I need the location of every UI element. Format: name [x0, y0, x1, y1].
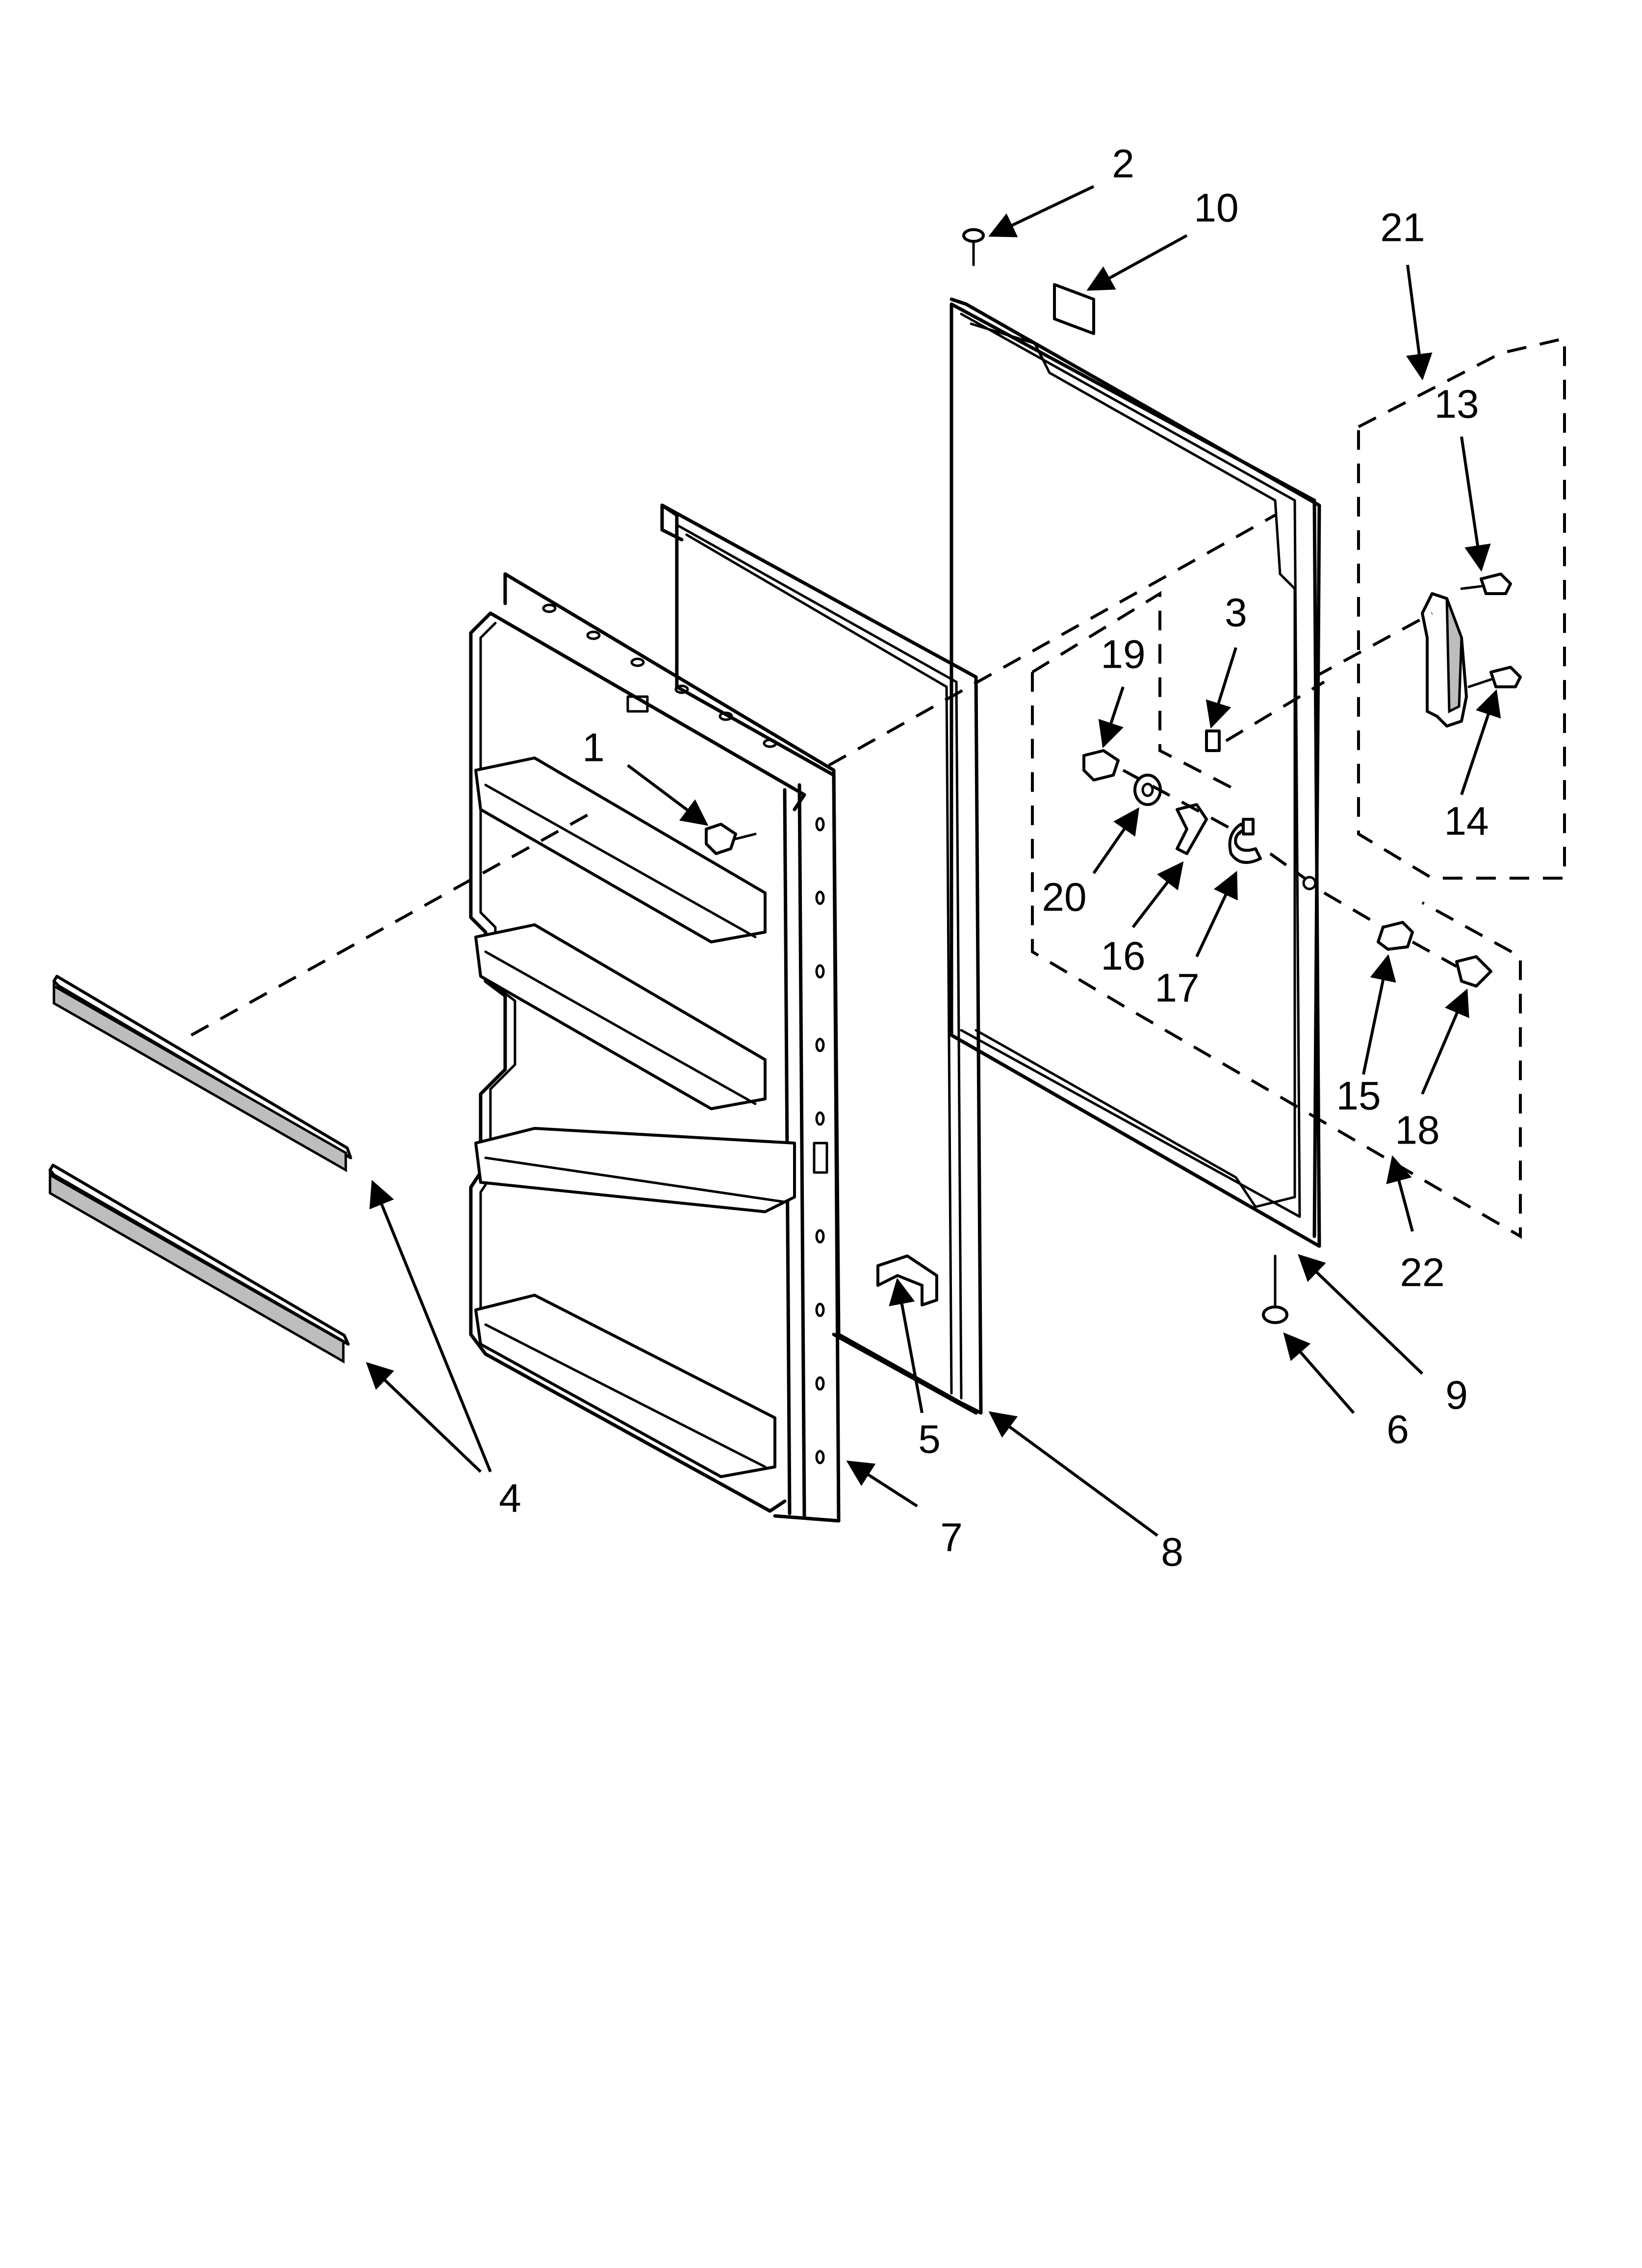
door-gasket	[660, 503, 983, 1415]
callout-20: 20	[1042, 875, 1086, 920]
callout-17: 17	[1155, 966, 1199, 1011]
trim-strip-lower	[49, 1164, 350, 1364]
callout-7: 7	[940, 1515, 963, 1560]
lock-cam	[1228, 818, 1262, 864]
assembly-lines	[190, 514, 1458, 1037]
shelf-3	[474, 1127, 796, 1213]
callout-15: 15	[1336, 1074, 1381, 1119]
screw-top	[962, 228, 985, 266]
callout-1: 1	[582, 726, 605, 770]
door-stop	[1205, 730, 1221, 752]
screw-liner	[705, 823, 757, 855]
callout-19: 19	[1101, 632, 1145, 677]
door-liner	[469, 572, 841, 1523]
gasket-clip	[876, 1254, 938, 1306]
lock-screw	[1082, 749, 1120, 782]
outer-door-panel	[949, 297, 1321, 1248]
lock-cylinder	[1377, 921, 1414, 951]
callout-18: 18	[1395, 1108, 1439, 1153]
callout-3: 3	[1225, 591, 1247, 635]
callout-10: 10	[1194, 186, 1238, 231]
shelf-4	[474, 1294, 776, 1478]
handle-kit-box	[1357, 337, 1566, 880]
callout-21: 21	[1380, 206, 1425, 250]
callout-16: 16	[1101, 934, 1145, 979]
callout-arrows	[366, 185, 1501, 1537]
callout-6: 6	[1386, 1408, 1409, 1452]
callout-4: 4	[499, 1476, 521, 1521]
callout-22: 22	[1400, 1251, 1444, 1295]
callout-2: 2	[1112, 142, 1134, 186]
shelf-1	[474, 756, 767, 943]
handle-screw-bottom	[1467, 666, 1522, 688]
shelf-2	[474, 923, 767, 1110]
label-plate	[1053, 283, 1095, 335]
callout-9: 9	[1445, 1373, 1468, 1418]
callout-13: 13	[1434, 382, 1479, 427]
bottom-nut	[1262, 1254, 1288, 1324]
trim-strip-upper	[52, 975, 352, 1173]
lock-key	[1455, 955, 1492, 988]
callout-5: 5	[918, 1417, 941, 1462]
lock-lever	[1176, 803, 1208, 855]
door-handle	[1421, 592, 1468, 728]
handle-screw-top	[1460, 573, 1512, 595]
callout-8: 8	[1161, 1530, 1183, 1575]
callout-14: 14	[1444, 799, 1488, 844]
callout-labels: 2 10 21 13 3 19 14 1 20 16 17 15 18 22 9…	[499, 142, 1488, 1575]
lock-kit-box	[1031, 591, 1522, 1239]
